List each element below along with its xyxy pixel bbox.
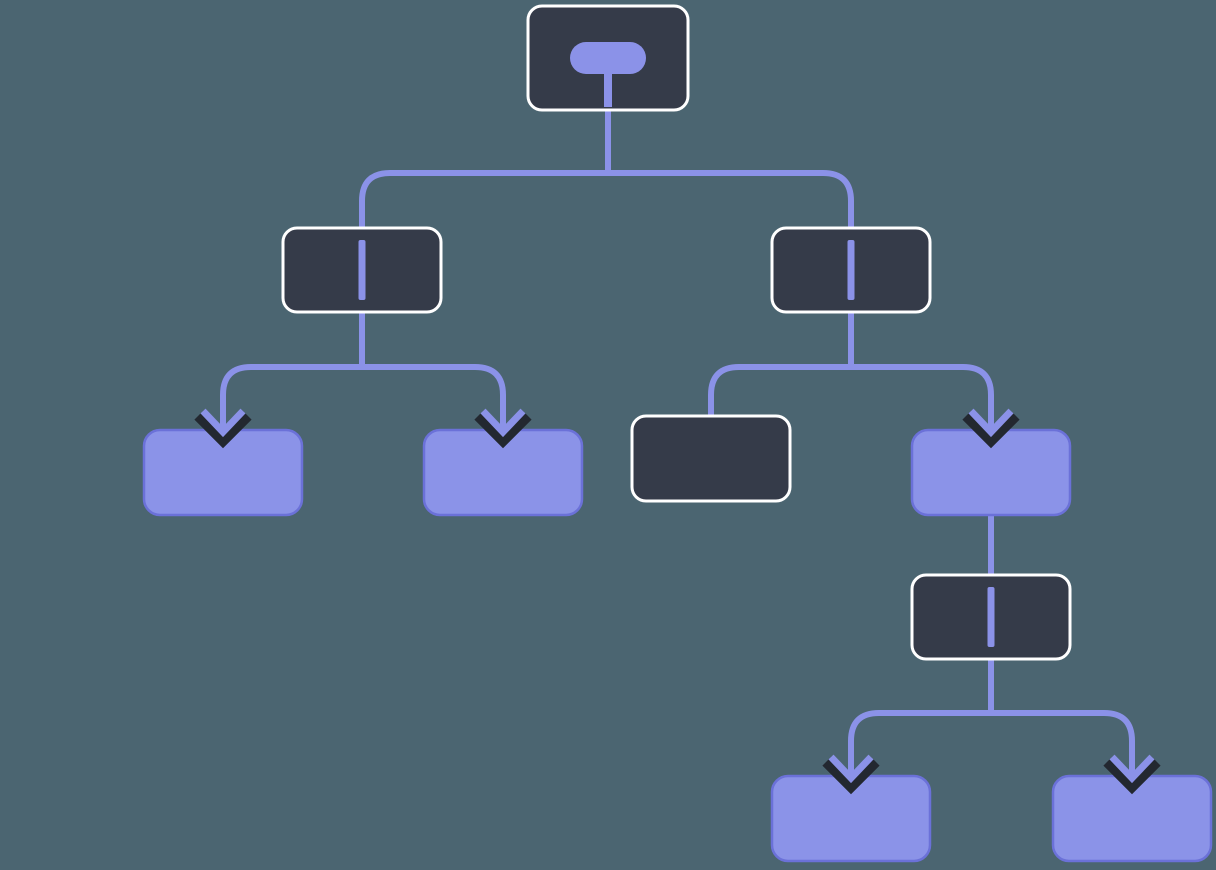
arrow-down-icon xyxy=(962,408,1020,449)
node-branch-right xyxy=(770,226,932,314)
pill-icon xyxy=(570,42,646,74)
arrow-down-icon xyxy=(1103,754,1161,795)
dark-card xyxy=(630,414,792,503)
vertical-line-icon xyxy=(847,240,855,300)
vertical-line-icon xyxy=(987,587,995,647)
edge-rail-right xyxy=(708,364,994,428)
arrow-outline-chevron xyxy=(822,756,880,795)
arrow-head-chevron xyxy=(200,408,246,438)
node-layer xyxy=(142,4,1213,863)
node-branch-left xyxy=(281,226,443,314)
arrow-outline-chevron xyxy=(962,410,1020,449)
edge-layer xyxy=(220,108,1135,774)
arrow-outline-chevron xyxy=(1103,756,1161,795)
arrow-down-icon xyxy=(822,754,880,795)
arrow-down-icon xyxy=(474,408,532,449)
arrow-down-icon xyxy=(194,408,252,449)
arrow-head-chevron xyxy=(828,754,874,784)
edge-rail-top xyxy=(359,170,854,230)
arrow-head-chevron xyxy=(968,408,1014,438)
node-root xyxy=(526,4,690,112)
node-leaf-dark xyxy=(630,414,792,503)
arrow-outline-chevron xyxy=(474,410,532,449)
node-branch-lower xyxy=(910,573,1072,661)
edge-rail-bottom xyxy=(848,710,1135,774)
vertical-line-icon xyxy=(358,240,366,300)
arrow-outline-chevron xyxy=(194,410,252,449)
arrow-head-chevron xyxy=(480,408,526,438)
arrow-layer xyxy=(194,408,1161,795)
edge-rail-left xyxy=(220,364,506,428)
arrow-head-chevron xyxy=(1109,754,1155,784)
pill-stem-icon xyxy=(604,70,612,107)
